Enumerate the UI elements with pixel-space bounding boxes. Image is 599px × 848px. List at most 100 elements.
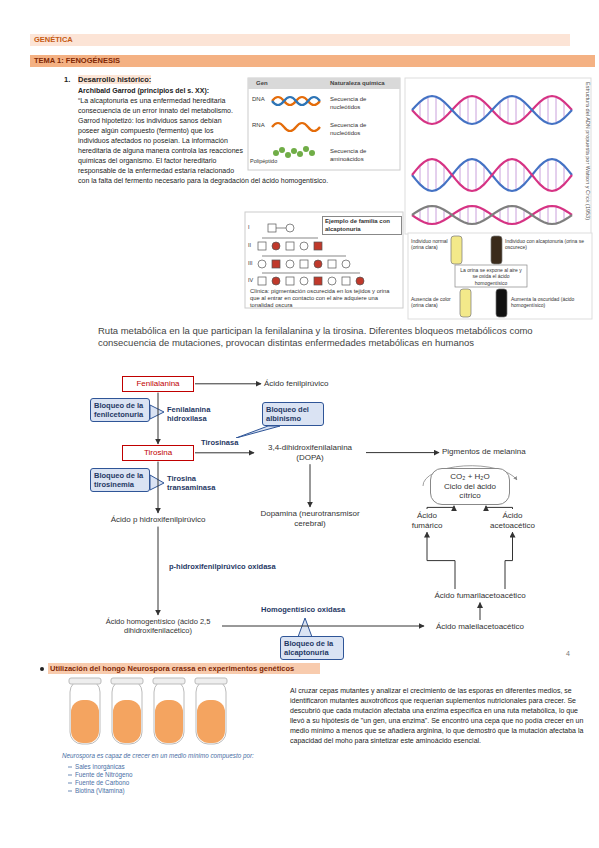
table-cell: Secuencia de nucleótidos bbox=[330, 122, 398, 137]
female-symbol bbox=[328, 277, 336, 285]
base-pair bbox=[516, 97, 517, 124]
dna-strand bbox=[272, 97, 320, 105]
base-pair bbox=[500, 166, 501, 185]
node-text: Ácido maleilacetoacético bbox=[427, 622, 533, 632]
node-text: Pigmentos de melanina bbox=[442, 447, 526, 457]
metabolite: Ácido acetoacético bbox=[485, 510, 540, 531]
base-pair bbox=[468, 206, 469, 223]
node-text: Ciclo del ácido cítrico bbox=[435, 482, 505, 501]
image-caption: Estructura del ADN propuesta por Watson … bbox=[584, 82, 591, 220]
female-symbol bbox=[286, 260, 294, 268]
block-callout: Bloqueo de la fenilcetonuria bbox=[90, 398, 150, 422]
tube-glass bbox=[70, 680, 100, 744]
block-callout: Bloqueo de la tirosinemia bbox=[90, 468, 150, 492]
molecule-name: DNA bbox=[252, 96, 265, 104]
base-pair bbox=[548, 160, 549, 190]
metabolite: Dopamina (neurotransmisor cerebral) bbox=[255, 508, 365, 529]
base-pair bbox=[460, 166, 461, 185]
base-pair bbox=[548, 206, 549, 223]
reaction-arrow bbox=[158, 527, 159, 615]
node-text: CO₂ + H₂O bbox=[435, 472, 505, 482]
topic-band bbox=[30, 55, 595, 67]
base-pair bbox=[428, 160, 429, 190]
reaction-arrow bbox=[222, 626, 424, 627]
node-text: Fenilalanina bbox=[127, 379, 189, 389]
body-text: Al cruzar cepas mutantes y analizar el c… bbox=[290, 686, 592, 746]
female-symbol bbox=[314, 260, 322, 268]
male-symbol bbox=[272, 260, 280, 268]
node-text: Ácido fumárico bbox=[406, 511, 448, 530]
block-callout: Bloqueo de la alcaptonuria bbox=[280, 636, 344, 660]
header-band bbox=[30, 34, 570, 46]
base-pair bbox=[556, 206, 557, 223]
tube-medium bbox=[197, 700, 225, 743]
base-pair bbox=[556, 160, 557, 190]
table-header: Gen bbox=[256, 80, 268, 88]
base-pair bbox=[468, 160, 469, 190]
base-pair bbox=[476, 97, 477, 124]
base-pair bbox=[548, 97, 549, 124]
tube-rim bbox=[195, 678, 227, 684]
node-text: Ácido p hidroxifenilpirúvico bbox=[96, 515, 220, 525]
table-cell: Secuencia de nucleótidos bbox=[330, 96, 398, 111]
base-pair bbox=[524, 102, 525, 118]
base-pair bbox=[428, 206, 429, 223]
base-pair bbox=[476, 160, 477, 190]
note-text: La orina se expone al aire y se oxida el… bbox=[458, 267, 524, 286]
base-pair bbox=[556, 97, 557, 124]
female-symbol bbox=[258, 260, 266, 268]
metabolite: 3,4-dihidroxifenilalanina (DOPA) bbox=[255, 442, 365, 463]
reaction-arrow bbox=[427, 506, 454, 509]
generation-number: I bbox=[248, 224, 250, 231]
generation-number: II bbox=[248, 242, 251, 249]
base-pair bbox=[508, 160, 509, 190]
male-symbol bbox=[286, 277, 294, 285]
node-text: Ácido acetoacético bbox=[487, 511, 538, 530]
section-heading: Desarrollo histórico: bbox=[78, 75, 151, 84]
base-pair bbox=[420, 210, 421, 221]
reaction-arrow bbox=[195, 383, 261, 384]
metabolite-box: Tirosina bbox=[122, 445, 194, 461]
backbone bbox=[412, 206, 572, 224]
base-pair bbox=[460, 210, 461, 221]
reaction-arrow bbox=[158, 393, 159, 444]
table-header: Naturaleza química bbox=[330, 80, 385, 88]
molecule-name: Polipéptido bbox=[250, 158, 277, 165]
bullet-heading: Utilización del hongo Neurospora crassa … bbox=[50, 664, 294, 673]
female-symbol bbox=[342, 260, 350, 268]
page-number: 4 bbox=[566, 650, 570, 659]
female-symbol bbox=[300, 242, 308, 250]
reaction-arrow bbox=[505, 532, 513, 589]
base-pair bbox=[436, 206, 437, 223]
reaction-arrow bbox=[158, 462, 159, 513]
rna-strand bbox=[272, 123, 320, 131]
male-symbol bbox=[286, 242, 294, 250]
node-text: Ácido fumarilacetoacético bbox=[432, 591, 528, 601]
reaction-arrow bbox=[480, 603, 481, 620]
dna-helix bbox=[412, 96, 572, 224]
base-pair bbox=[508, 97, 509, 124]
dna-image-frame bbox=[405, 78, 591, 234]
list-item: Fuente de Nitrógeno bbox=[75, 771, 132, 779]
enzyme-label: p-hidroxifenilpirúvico oxidasa bbox=[168, 562, 277, 571]
tube-rim bbox=[69, 678, 101, 684]
tube-glass bbox=[154, 680, 184, 744]
base-pair bbox=[540, 210, 541, 221]
enzyme-label: Homogentísico oxidasa bbox=[260, 605, 346, 614]
female-symbol bbox=[300, 277, 308, 285]
pedigree-title: Ejemplo de familia con alcaptonuria bbox=[322, 216, 402, 235]
reaction-arrow bbox=[427, 532, 455, 589]
backbone bbox=[412, 206, 572, 224]
metabolite: Ácido homogentísico (ácido 2,5 dihidroxi… bbox=[95, 616, 221, 636]
male-symbol bbox=[314, 277, 322, 285]
tube-label: Individuo con alcaptonuria (orina se osc… bbox=[505, 238, 587, 251]
tube-rim bbox=[153, 678, 185, 684]
base-pair bbox=[444, 102, 445, 118]
base-pair bbox=[524, 210, 525, 221]
urine-note-box bbox=[455, 265, 527, 287]
medium-caption: Neurospora es capaz de crecer en un medi… bbox=[62, 752, 262, 760]
metabolite: Ácido p hidroxifenilpirúvico bbox=[94, 514, 222, 526]
cycle-box: CO₂ + H₂OCiclo del ácido cítrico bbox=[430, 468, 510, 505]
base-pair bbox=[460, 102, 461, 118]
